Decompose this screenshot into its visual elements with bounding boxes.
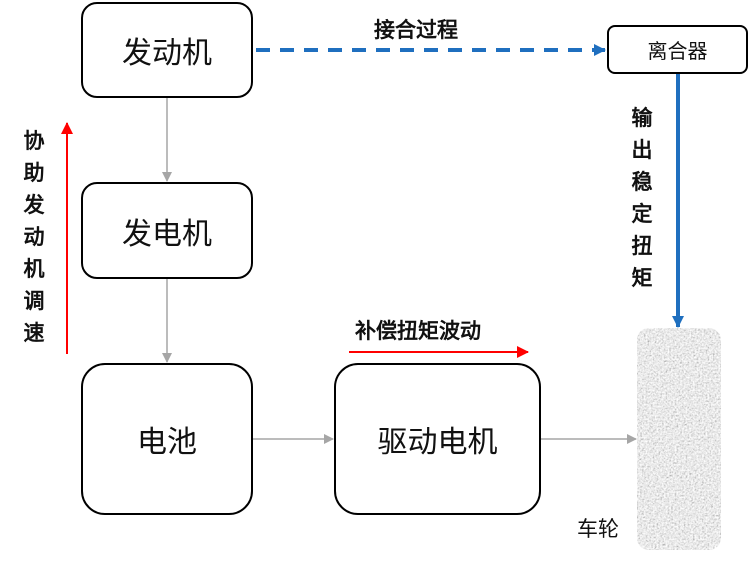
generator-node: 发电机	[81, 182, 253, 279]
output-stable-torque-label: 输出稳定扭矩	[631, 106, 653, 290]
drive-motor-label: 驱动电机	[377, 425, 498, 460]
wheel-label: 车轮	[577, 517, 619, 541]
wheel-node	[637, 328, 721, 550]
assist-engine-speed-label: 协助发动机调速	[23, 129, 45, 345]
wheel-texture	[637, 328, 721, 550]
engine-label: 发动机	[122, 36, 212, 71]
battery-node: 电池	[81, 363, 253, 515]
engagement-process-label: 接合过程	[374, 18, 458, 42]
battery-label: 电池	[137, 425, 197, 460]
generator-label: 发电机	[122, 216, 212, 252]
compensate-torque-label: 补偿扭矩波动	[355, 319, 481, 343]
clutch-node: 离合器	[607, 25, 748, 74]
clutch-label: 离合器	[647, 39, 708, 63]
engine-node: 发动机	[81, 2, 253, 98]
drive-motor-node: 驱动电机	[334, 363, 541, 515]
